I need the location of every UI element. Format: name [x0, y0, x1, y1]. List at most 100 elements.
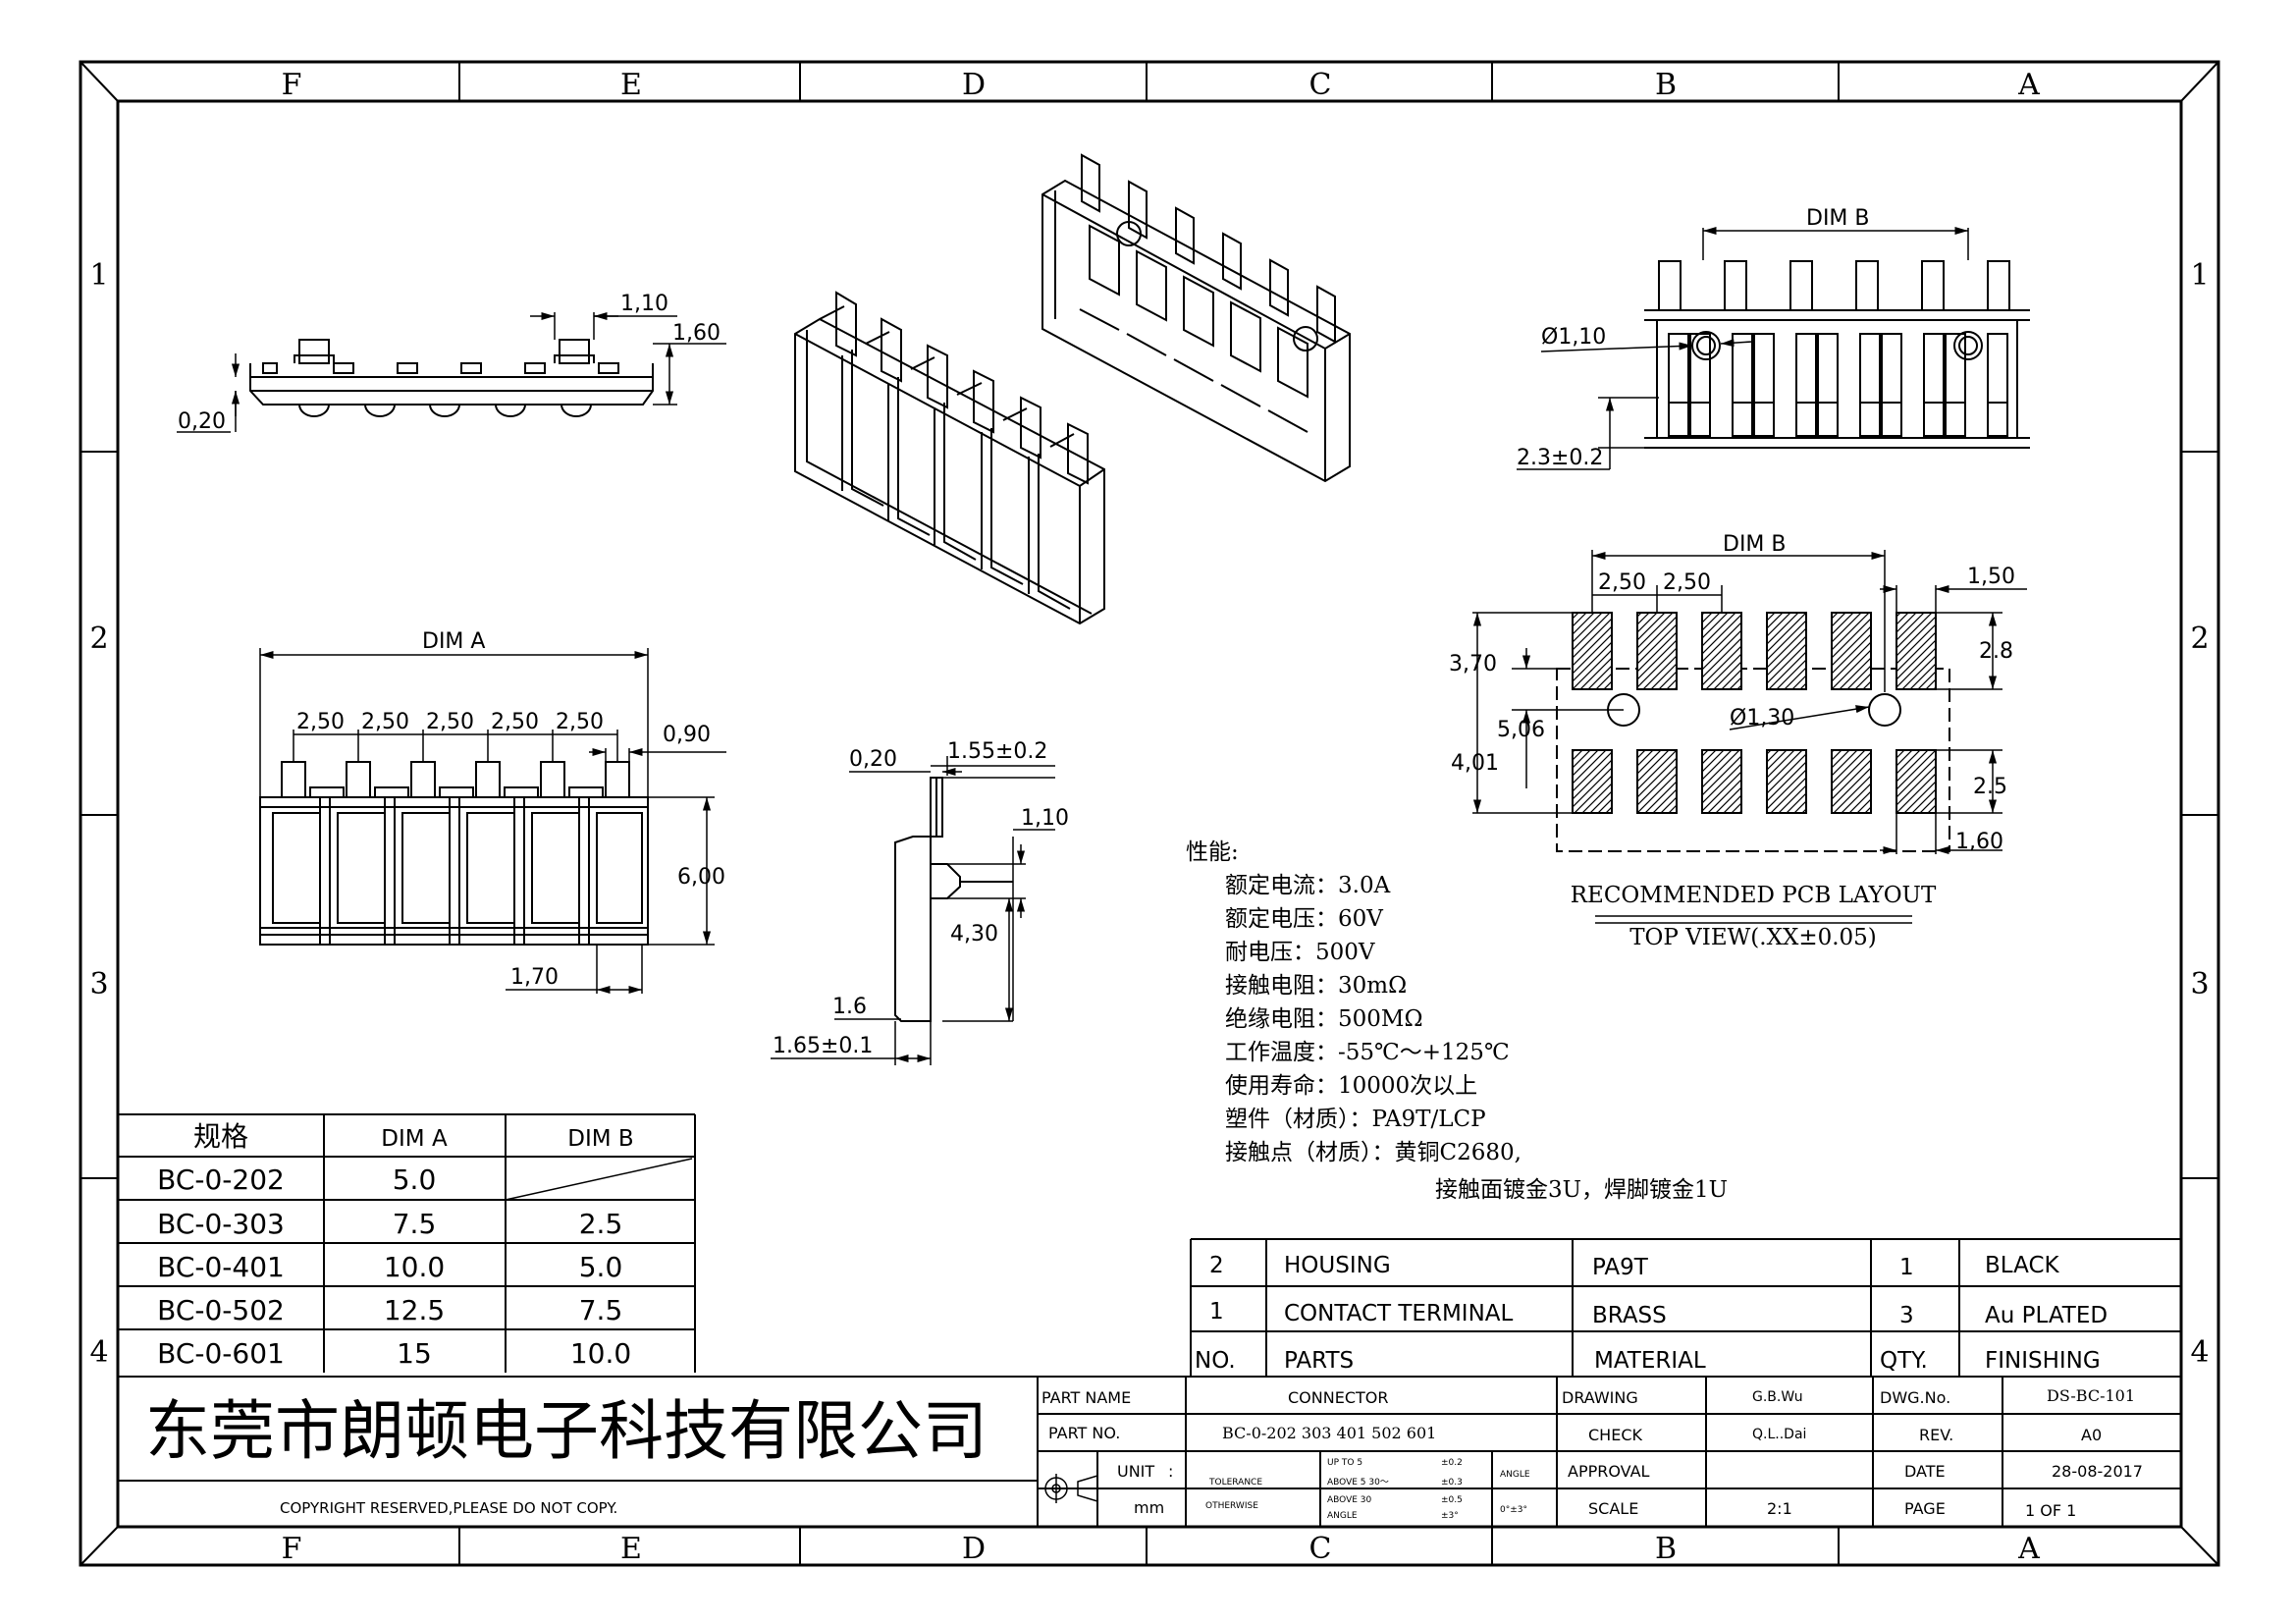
dim-label: 0,20 — [849, 747, 897, 772]
part-no-label: PART NO. — [1048, 1424, 1120, 1442]
check-label: CHECK — [1588, 1426, 1642, 1444]
bottom-view-cells — [1668, 333, 2008, 437]
unit-label: UNIT — [1117, 1462, 1154, 1481]
angle-value: 0°±3° — [1500, 1505, 1527, 1515]
dim-label: 1.65±0.1 — [773, 1034, 873, 1058]
bom-header: NO. — [1195, 1348, 1236, 1374]
rev-label: REV. — [1919, 1426, 1953, 1444]
sheet-border — [79, 60, 2220, 1567]
col-label-top: C — [1309, 68, 1332, 102]
spec-line: 绝缘电阻：500MΩ — [1225, 1006, 1423, 1032]
pitch-label: 2,50 — [491, 710, 539, 734]
spec-line: 接触电阻：30mΩ — [1225, 973, 1407, 999]
section-view — [771, 756, 1055, 1065]
dim-label: 2.3±0.2 — [1517, 446, 1603, 470]
side-view-contact-bumps — [298, 404, 592, 417]
bom-header: QTY. — [1880, 1348, 1928, 1374]
company-name: 东莞市朗顿电子科技有限公司 — [145, 1393, 988, 1469]
bom-cell: 1 — [1899, 1255, 1914, 1280]
size-cell: BC-0-303 — [157, 1208, 285, 1240]
unit-value: mm — [1134, 1498, 1164, 1517]
tol-value: ±0.2 — [1441, 1458, 1463, 1468]
bom-cell: CONTACT TERMINAL — [1284, 1301, 1514, 1326]
tol-value: ±3° — [1441, 1511, 1459, 1521]
scale-label: SCALE — [1588, 1499, 1638, 1518]
front-view-cells — [272, 797, 643, 945]
bottom-view-pins — [1658, 260, 2010, 311]
pitch-label: 2,50 — [361, 710, 409, 734]
otherwise-label: OTHERWISE — [1205, 1501, 1258, 1511]
bom-table-text: 2 HOUSING PA9T 1 BLACK 1 CONTACT TERMINA… — [1195, 1253, 2108, 1374]
dim-label: DIM B — [1723, 532, 1787, 557]
bom-cell: 3 — [1899, 1303, 1914, 1328]
tol-value: ±0.3 — [1441, 1478, 1463, 1488]
spec-line: 工作温度：-55℃～+125℃ — [1225, 1040, 1510, 1065]
bom-cell: 1 — [1209, 1299, 1224, 1325]
col-label-top: E — [620, 68, 642, 102]
page-label: PAGE — [1904, 1499, 1946, 1518]
spec-heading: 性能: — [1186, 839, 1239, 865]
side-view — [177, 311, 726, 433]
spec-line-continuation: 接触面镀金3U，焊脚镀金1U — [1435, 1177, 1728, 1203]
size-header-spec: 规格 — [193, 1120, 248, 1153]
spec-line: 接触点（材质）：黄铜C2680, — [1225, 1140, 1522, 1165]
bottom-view — [1517, 226, 2030, 470]
tolerance-label: TOLERANCE — [1208, 1478, 1262, 1488]
tol-value: ±0.5 — [1441, 1495, 1463, 1505]
row-label-left: 2 — [89, 622, 108, 656]
scale-value: 2:1 — [1767, 1499, 1792, 1518]
pcb-pads-bottom — [1572, 749, 1937, 814]
bom-header: FINISHING — [1985, 1348, 2101, 1374]
iso-view-back — [1041, 153, 1351, 483]
col-label-bottom: D — [962, 1532, 986, 1566]
row-label-right: 2 — [2190, 622, 2209, 656]
row-label-left: 1 — [89, 258, 108, 293]
size-cell: 2.5 — [579, 1208, 623, 1240]
bom-cell: Au PLATED — [1985, 1303, 2108, 1328]
bom-header: PARTS — [1284, 1348, 1354, 1374]
spec-line: 耐电压：500V — [1225, 940, 1375, 965]
iso-front-pins — [835, 291, 1089, 485]
unit-colon: : — [1168, 1462, 1173, 1481]
side-view-ribs — [262, 362, 619, 374]
tol-range: ABOVE 30 — [1327, 1495, 1372, 1505]
row-label-right: 3 — [2190, 967, 2209, 1001]
dim-label: Ø1,30 — [1730, 706, 1794, 730]
dim-label: 1,60 — [1955, 830, 2003, 854]
drawing-label: DRAWING — [1562, 1388, 1638, 1407]
title-block — [118, 1376, 2181, 1527]
size-cell: BC-0-401 — [157, 1251, 285, 1283]
spec-line: 额定电压：60V — [1225, 906, 1383, 932]
tol-range: ANGLE — [1327, 1511, 1358, 1521]
spec-notes: 性能: 额定电流：3.0A 额定电压：60V 耐电压：500V 接触电阻：30m… — [1186, 839, 1728, 1203]
size-header-dim-b: DIM B — [567, 1126, 633, 1152]
dwg-no-label: DWG.No. — [1880, 1388, 1950, 1407]
dim-label: 1.6 — [832, 995, 867, 1019]
dim-label: 1,10 — [1021, 806, 1069, 831]
part-no-value: BC-0-202 303 401 502 601 — [1222, 1424, 1436, 1442]
drawing-value: G.B.Wu — [1752, 1389, 1803, 1405]
tol-range: ABOVE 5 30～ — [1327, 1478, 1389, 1488]
spec-line: 塑件（材质）：PA9T/LCP — [1225, 1107, 1486, 1132]
row-label-right: 1 — [2190, 258, 2209, 293]
size-cell: 7.5 — [393, 1208, 437, 1240]
size-header-dim-a: DIM A — [381, 1126, 448, 1152]
bom-header: MATERIAL — [1594, 1348, 1706, 1374]
part-name-label: PART NAME — [1041, 1388, 1131, 1407]
col-label-bottom: E — [620, 1532, 642, 1566]
pitch-label: 2,50 — [296, 710, 345, 734]
dim-label: DIM B — [1806, 206, 1870, 231]
row-label-left: 3 — [89, 967, 108, 1001]
col-label-top: A — [2017, 68, 2040, 102]
dim-label: 1,10 — [620, 292, 668, 316]
angle-label: ANGLE — [1500, 1470, 1530, 1480]
bom-cell: HOUSING — [1284, 1253, 1391, 1278]
bom-table — [1190, 1238, 2181, 1378]
pcb-layout-title: RECOMMENDED PCB LAYOUT — [1571, 883, 1937, 908]
size-cell: 5.0 — [393, 1163, 437, 1196]
rev-value: A0 — [2081, 1426, 2102, 1444]
page-value: 1 OF 1 — [2025, 1501, 2076, 1520]
dim-label: 2.5 — [1973, 775, 2007, 799]
check-value: Q.L..Dai — [1752, 1427, 1806, 1442]
